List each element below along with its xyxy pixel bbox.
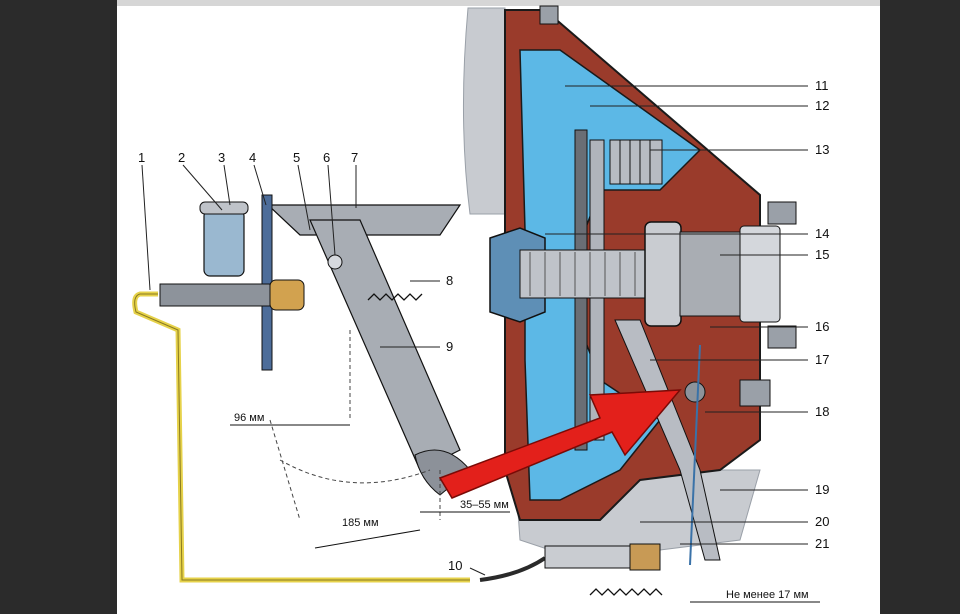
- dimension-35-55mm: 35–55 мм: [460, 499, 509, 511]
- callout-3: 3: [218, 150, 225, 165]
- callout-5: 5: [293, 150, 300, 165]
- fork-return-spring: [589, 588, 663, 596]
- callout-21: 21: [815, 536, 829, 551]
- callout-16: 16: [815, 319, 829, 334]
- mounting-bolts: [539, 5, 797, 407]
- callout-8: 8: [446, 273, 453, 288]
- flex-hose: [479, 556, 547, 582]
- dimension-min-17mm: Не менее 17 мм: [726, 589, 809, 601]
- hydraulic-hose-outline: [134, 293, 470, 581]
- callout-4: 4: [249, 150, 256, 165]
- callout-14: 14: [815, 226, 829, 241]
- callout-6: 6: [323, 150, 330, 165]
- input-shaft: [489, 227, 651, 323]
- firewall-plate: [261, 194, 273, 371]
- master-cylinder: [159, 201, 305, 311]
- callout-9: 9: [446, 339, 453, 354]
- fork-ball-pivot: [684, 381, 706, 403]
- engine-block-silhouette: [462, 7, 506, 215]
- callout-12: 12: [815, 98, 829, 113]
- return-spring: [367, 293, 423, 301]
- dimension-185mm: 185 мм: [342, 517, 379, 529]
- callout-7: 7: [351, 150, 358, 165]
- clutch-pedal-arm: [309, 219, 461, 471]
- callout-11: 11: [815, 78, 829, 93]
- release-bearing-hub: [644, 221, 781, 327]
- pressure-springs: [609, 139, 663, 185]
- callout-15: 15: [815, 247, 829, 262]
- callout-leaders: [141, 85, 808, 576]
- callout-1: 1: [138, 150, 145, 165]
- callout-18: 18: [815, 404, 829, 419]
- dimension-96mm: 96 мм: [234, 412, 264, 424]
- top-toolbar-strip: [117, 0, 880, 6]
- dimension-lines: [230, 424, 820, 603]
- callout-19: 19: [815, 482, 829, 497]
- pedal-pivot: [327, 254, 343, 270]
- callout-17: 17: [815, 352, 829, 367]
- callout-20: 20: [815, 514, 829, 529]
- callout-13: 13: [815, 142, 829, 157]
- attention-arrow: [438, 389, 682, 499]
- fork-wire: [689, 344, 701, 566]
- slave-cylinder-boot: [629, 543, 661, 571]
- callout-2: 2: [178, 150, 185, 165]
- callout-10: 10: [448, 558, 462, 573]
